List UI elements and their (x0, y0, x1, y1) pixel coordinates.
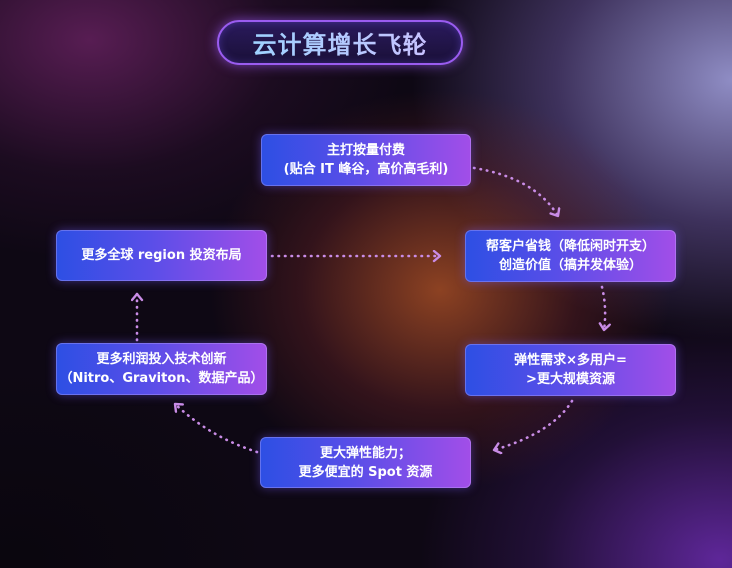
node-line: 弹性需求×多用户= (514, 353, 627, 368)
arrow-pay-to-save (472, 166, 558, 218)
node-line: >更大规模资源 (526, 372, 615, 387)
node-line: （Nitro、Graviton、数据产品） (59, 371, 264, 386)
node-global-region: 更多全球 region 投资布局 (56, 230, 267, 281)
node-line: 更多便宜的 Spot 资源 (298, 464, 433, 480)
title-pill: 云计算增长飞轮 (217, 20, 463, 65)
node-line: 更多全球 region 投资布局 (81, 248, 242, 263)
node-line: 更大弹性能力； (319, 445, 411, 461)
arrow-elastic-demand-to-more-elasticity (492, 399, 574, 450)
node-line: 创造价值（搞并发体验） (498, 258, 642, 273)
node-line: 帮客户省钱（降低闲时开支） (485, 239, 655, 254)
node-pay-as-you-go: 主打按量付费 (贴合 IT 峰谷，高价高毛利) (261, 134, 471, 186)
node-more-elasticity: 更大弹性能力； 更多便宜的 Spot 资源 (260, 437, 471, 488)
arrow-save-to-elastic-demand (602, 285, 605, 332)
node-line: 主打按量付费 (326, 143, 405, 158)
arrow-more-elasticity-to-profit (173, 402, 259, 454)
node-save-customer-money: 帮客户省钱（降低闲时开支） 创造价值（搞并发体验） (465, 230, 676, 282)
node-line: 更多利润投入技术创新 (96, 352, 227, 367)
diagram-title: 云计算增长飞轮 (253, 25, 428, 60)
node-more-profit: 更多利润投入技术创新 （Nitro、Graviton、数据产品） (56, 343, 267, 395)
node-line: (贴合 IT 峰谷，高价高毛利) (283, 162, 449, 177)
node-elastic-demand: 弹性需求×多用户= >更大规模资源 (465, 344, 676, 396)
